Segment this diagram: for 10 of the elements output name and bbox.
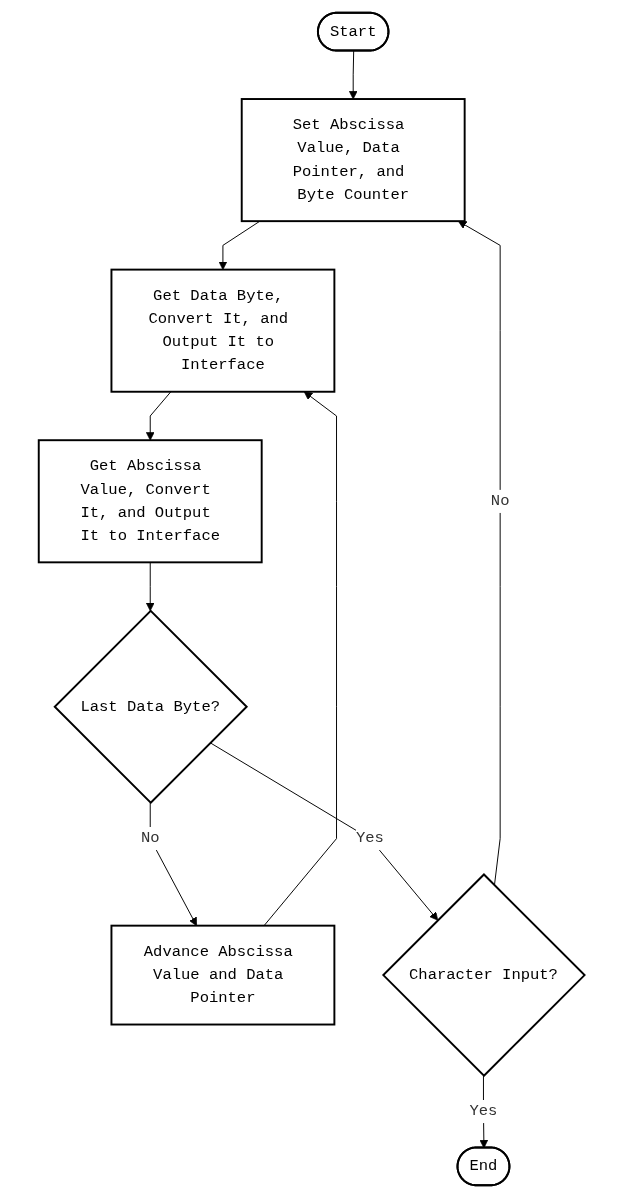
node-box: Advance Abscissa Value and Data Pointer (110, 924, 336, 1026)
node-diamond: Character Input? (381, 873, 586, 1078)
node-box: Get Data Byte, Convert It, and Output It to Interface (110, 268, 336, 393)
edge-label: Yes (469, 1102, 498, 1121)
node-box: Get Abscissa Value, Convert It, and Output It to Interface (37, 439, 263, 564)
node-diamond: Last Data Byte? (53, 609, 248, 805)
node-box: Set Abscissa Value, Data Pointer, and Byte Counter (240, 98, 466, 223)
edge-label: Yes (355, 829, 384, 848)
edge-label: No (490, 492, 510, 510)
edge-label: No (140, 829, 160, 848)
